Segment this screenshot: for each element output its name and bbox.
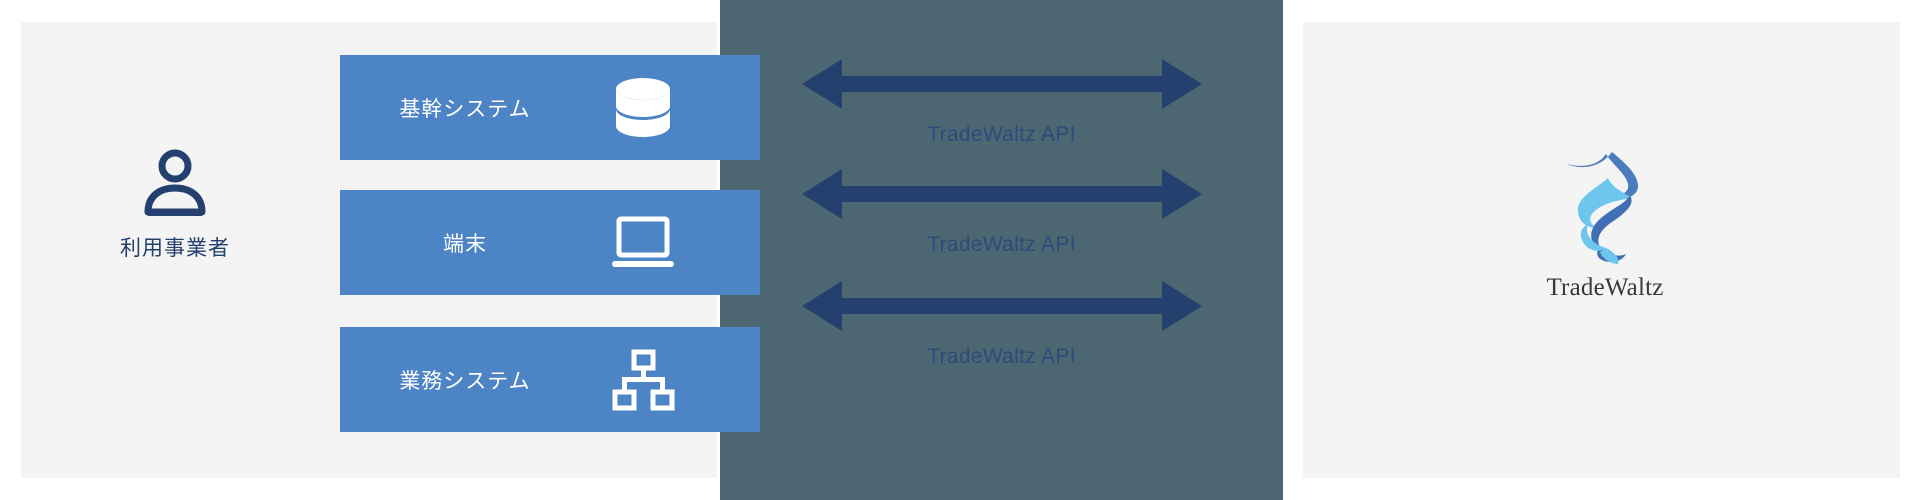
connection-row-3: TradeWaltz API bbox=[720, 277, 1283, 369]
double-arrow-icon bbox=[801, 169, 1202, 219]
brand-block: TradeWaltz bbox=[1460, 140, 1750, 302]
person-icon bbox=[144, 149, 206, 216]
connection-row-1: TradeWaltz API bbox=[720, 55, 1283, 147]
double-arrow-icon bbox=[801, 59, 1202, 109]
database-icon bbox=[616, 77, 670, 137]
connection-row-2: TradeWaltz API bbox=[720, 165, 1283, 257]
actor-label: 利用事業者 bbox=[120, 236, 230, 260]
system-box-business[interactable]: 業務システム bbox=[340, 327, 760, 432]
connection-label-2: TradeWaltz API bbox=[927, 233, 1076, 256]
actor-user-company: 利用事業者 bbox=[105, 148, 245, 262]
system-box-core[interactable]: 基幹システム bbox=[340, 55, 760, 160]
system-label-terminal: 端末 bbox=[443, 231, 487, 256]
laptop-icon bbox=[612, 216, 674, 267]
tradewaltz-logo-icon bbox=[1566, 152, 1638, 264]
brand-wordmark: TradeWaltz bbox=[1546, 274, 1664, 301]
connection-label-3: TradeWaltz API bbox=[927, 345, 1076, 368]
system-box-terminal[interactable]: 端末 bbox=[340, 190, 760, 295]
connection-label-1: TradeWaltz API bbox=[927, 123, 1076, 146]
sitemap-icon bbox=[612, 349, 675, 410]
api-channel-panel: TradeWaltz API TradeWaltz API TradeWaltz… bbox=[720, 0, 1283, 500]
system-label-business: 業務システム bbox=[399, 368, 531, 393]
double-arrow-icon bbox=[801, 281, 1202, 331]
system-label-core: 基幹システム bbox=[399, 96, 531, 121]
